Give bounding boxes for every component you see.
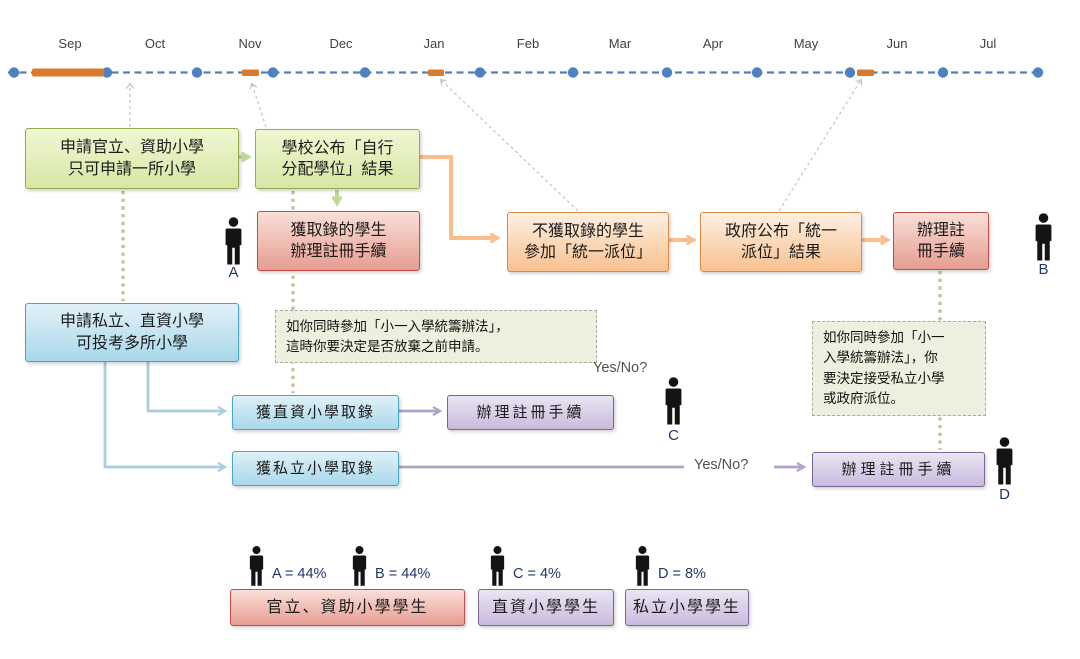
not-admitted-box: 不獲取錄的學生 參加「統一派位」 bbox=[507, 212, 669, 272]
admitted-register-box: 獲取錄的學生 辦理註冊手續 bbox=[257, 211, 420, 271]
legend-stat-b: B = 44% bbox=[375, 566, 431, 582]
month-label-feb: Feb bbox=[516, 36, 540, 51]
note1-line1: 如你同時參加「小一入學統籌辦法」， bbox=[286, 319, 509, 334]
legend-gov-aided-label: 官立、資助小學學生 bbox=[266, 598, 429, 616]
green-flow-arrows bbox=[239, 151, 343, 207]
person-icon bbox=[487, 544, 508, 588]
apply-gov-line1: 申請官立、資助小學 bbox=[59, 139, 204, 157]
dss-admitted-label: 獲直資小學取錄 bbox=[255, 403, 375, 421]
not-admitted-line1: 不獲取錄的學生 bbox=[531, 222, 644, 240]
sep-application-period-marker bbox=[32, 68, 104, 77]
register-b-line2: 冊手續 bbox=[916, 243, 965, 260]
yes-no-label-d: Yes/No? bbox=[694, 457, 749, 473]
register-b-line1: 辦理註 bbox=[916, 221, 965, 239]
month-label-may: May bbox=[793, 36, 819, 51]
person-icon bbox=[221, 217, 246, 265]
admitted-line2: 辦理註冊手續 bbox=[290, 243, 387, 260]
month-label-jan: Jan bbox=[423, 36, 445, 51]
private-admitted-label: 獲私立小學取錄 bbox=[255, 459, 375, 477]
note2-line1: 如你同時參加「小一 bbox=[823, 330, 945, 345]
month-label-jul: Jul bbox=[979, 36, 997, 51]
person-label-d: D bbox=[999, 486, 1010, 503]
month-label-jun: Jun bbox=[886, 36, 908, 51]
register-d-label: 辦理註冊手續 bbox=[841, 460, 956, 478]
nov-results-marker bbox=[242, 69, 259, 76]
month-label-apr: Apr bbox=[702, 36, 724, 51]
person-label-b: B bbox=[1038, 261, 1049, 278]
person-icon bbox=[992, 437, 1017, 485]
gov-result-box: 政府公布「統一 派位」結果 bbox=[700, 212, 862, 272]
gov-result-line2: 派位」結果 bbox=[740, 244, 821, 261]
dss-admitted-box: 獲直資小學取錄 bbox=[232, 395, 399, 430]
timeline-axis bbox=[8, 67, 1044, 78]
legend-dss-label: 直資小學學生 bbox=[491, 598, 600, 616]
school-announce-box: 學校公布「自行 分配學位」結果 bbox=[255, 129, 420, 189]
note-central-allocation-choice: 如你同時參加「小一入學統籌辦法」， 這時你要決定是否放棄之前申請。 bbox=[275, 310, 597, 363]
person-label-c: C bbox=[668, 427, 679, 444]
legend-gov-aided-students-box: 官立、資助小學學生 bbox=[230, 589, 465, 626]
note2-line3: 要決定接受私立小學 bbox=[823, 370, 945, 386]
apply-gov-line2: 只可申請一所小學 bbox=[67, 160, 196, 178]
legend-stat-c: C = 4% bbox=[513, 566, 561, 582]
person-icon bbox=[632, 544, 653, 588]
register-d-box: 辦理註冊手續 bbox=[812, 452, 985, 487]
timeline-month-dots bbox=[8, 67, 1044, 78]
month-label-mar: Mar bbox=[608, 36, 632, 51]
legend-dss-students-box: 直資小學學生 bbox=[478, 589, 614, 626]
school-announce-line1: 學校公布「自行 bbox=[281, 139, 394, 157]
apply-private-line2: 可投考多所小學 bbox=[75, 334, 188, 352]
note2-line2: 入學統籌辦法」，你 bbox=[823, 350, 938, 366]
legend-stat-d: D = 8% bbox=[658, 566, 706, 582]
jan-allocation-marker bbox=[428, 69, 444, 76]
note2-line4: 或政府派位。 bbox=[823, 390, 904, 406]
apply-private-line1: 申請私立、直資小學 bbox=[59, 313, 204, 331]
legend-private-students-box: 私立小學學生 bbox=[625, 589, 749, 626]
month-label-dec: Dec bbox=[329, 36, 353, 51]
blue-flow-arrows bbox=[103, 362, 228, 472]
apply-private-dss-box: 申請私立、直資小學 可投考多所小學 bbox=[25, 303, 239, 362]
yes-no-label-c: Yes/No? bbox=[593, 360, 648, 376]
month-label-sep: Sep bbox=[58, 36, 82, 51]
person-icon bbox=[1031, 213, 1056, 261]
note1-line2: 這時你要決定是否放棄之前申請。 bbox=[286, 339, 489, 355]
person-icon bbox=[661, 377, 686, 425]
register-c-label: 辦理註冊手續 bbox=[476, 403, 585, 421]
month-label-nov: Nov bbox=[238, 36, 262, 51]
not-admitted-line2: 參加「統一派位」 bbox=[523, 244, 652, 261]
purple-flow-arrows bbox=[399, 406, 807, 472]
gov-result-line1: 政府公布「統一 bbox=[724, 222, 837, 240]
orange-flow-arrows bbox=[418, 155, 891, 246]
register-b-box: 辦理註 冊手續 bbox=[893, 212, 989, 270]
private-admitted-box: 獲私立小學取錄 bbox=[232, 451, 399, 486]
school-announce-line2: 分配學位」結果 bbox=[281, 161, 394, 178]
month-label-oct: Oct bbox=[144, 36, 166, 51]
legend-stat-a: A = 44% bbox=[272, 566, 327, 582]
person-icon bbox=[349, 544, 370, 588]
apply-gov-aided-box: 申請官立、資助小學 只可申請一所小學 bbox=[25, 128, 239, 189]
timeline-pointer-arrows bbox=[125, 78, 863, 212]
register-c-box: 辦理註冊手續 bbox=[447, 395, 614, 430]
timeline-event-markers bbox=[32, 68, 874, 77]
admitted-line1: 獲取錄的學生 bbox=[290, 221, 387, 239]
legend-private-label: 私立小學學生 bbox=[632, 598, 741, 616]
person-icon bbox=[246, 544, 267, 588]
person-label-a: A bbox=[228, 264, 239, 281]
jun-results-marker bbox=[857, 69, 874, 76]
note-private-vs-gov-choice: 如你同時參加「小一 入學統籌辦法」，你 要決定接受私立小學 或政府派位。 bbox=[812, 321, 986, 416]
